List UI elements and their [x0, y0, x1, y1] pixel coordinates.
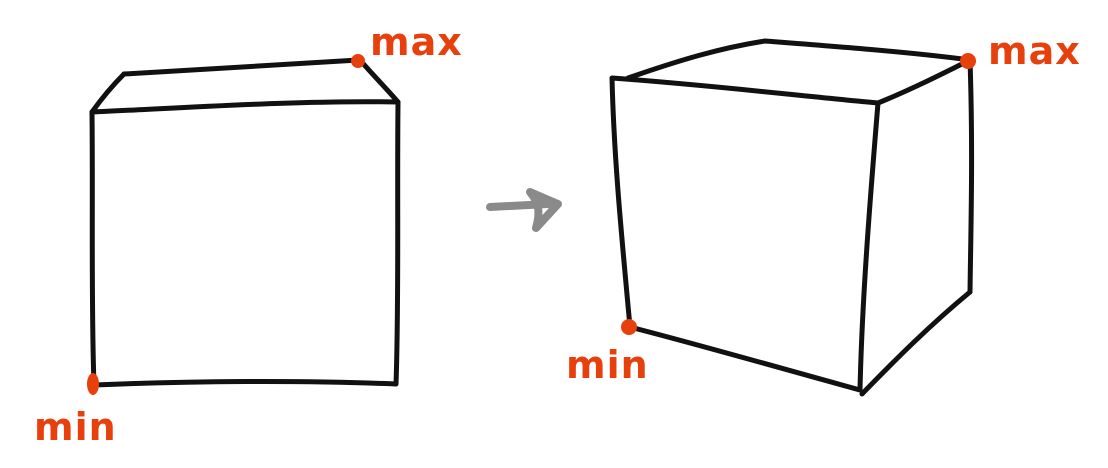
right-cube-min-point	[621, 319, 637, 335]
right-cube-bottom-right-edge	[859, 289, 973, 397]
left-cube-min-point	[87, 373, 99, 395]
right-cube-right-edge	[967, 57, 975, 295]
left-cube: max min	[34, 20, 463, 449]
left-cube-front-face	[89, 99, 401, 388]
right-cube: max min	[566, 29, 1081, 397]
arrow-head	[526, 188, 562, 232]
left-cube-top-right-edge	[357, 57, 401, 105]
left-cube-max-label: max	[370, 20, 463, 64]
left-cube-min-label: min	[34, 405, 117, 449]
left-cube-top-left-edge	[89, 71, 127, 115]
arrow-shaft	[486, 200, 552, 211]
right-cube-min-label: min	[566, 343, 649, 387]
left-cube-max-point	[351, 54, 365, 68]
left-cube-top-back-edge	[121, 57, 363, 77]
right-cube-left-face	[609, 75, 881, 393]
right-cube-max-label: max	[988, 29, 1081, 73]
right-cube-top-face	[625, 38, 973, 106]
arrow-right-icon	[486, 188, 562, 232]
right-cube-max-point	[960, 53, 976, 69]
